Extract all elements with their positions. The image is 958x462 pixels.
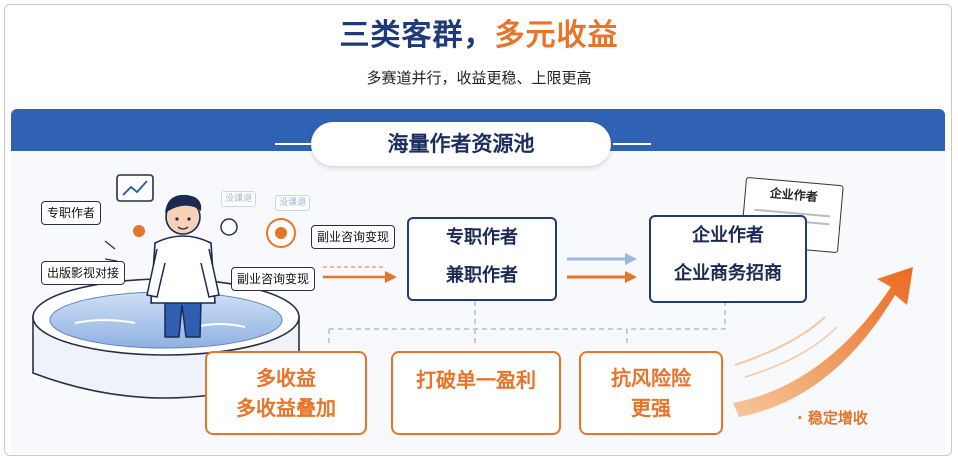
benefit-risk-resistance: 抗风险险 更强 — [579, 351, 723, 435]
small-circle-icon — [220, 218, 238, 236]
bubble-side-income-top: 副业咨询变现 — [311, 225, 396, 249]
page-title: 三类客群，多元收益 — [5, 13, 951, 59]
title-part-1: 三类客群， — [339, 18, 495, 53]
ghost-tag-1: 没课退 — [221, 191, 257, 207]
infographic-frame: 三类客群，多元收益 多赛道并行，收益更稳、上限更高 — [4, 4, 952, 456]
title-part-2: 多元收益 — [494, 18, 619, 53]
author-fulltime-label: 专职作者 — [446, 227, 518, 248]
title-dash-left — [275, 143, 313, 145]
benefit-1-line-2: 多收益叠加 — [236, 396, 336, 420]
chart-screen-icon — [116, 174, 154, 202]
location-pin-icon — [266, 218, 296, 248]
growth-arrow-icon — [733, 267, 913, 417]
bubble-fulltime: 专职作者 — [41, 201, 102, 225]
arrow-to-enterprise — [567, 253, 637, 283]
title-dash-right — [613, 143, 651, 145]
ghost-tag-2: 没课退 — [275, 195, 311, 211]
resource-pool-title: 海量作者资源池 — [311, 122, 611, 166]
enterprise-business-label: 企业商务招商 — [674, 263, 782, 284]
illustration-layer — [32, 174, 913, 417]
arrow-to-authors — [323, 266, 397, 283]
benefit-1-line-1: 多收益 — [256, 366, 316, 390]
stable-growth-label: · 稳定增收 — [797, 409, 868, 427]
author-parttime-label: 兼职作者 — [446, 265, 518, 286]
dashed-connectors — [328, 301, 726, 347]
benefit-3-line-1: 抗风险险 — [611, 366, 691, 390]
bubble-side-income-bottom: 副业咨询变现 — [231, 267, 316, 291]
enterprise-author-label: 企业作者 — [692, 225, 764, 246]
spark-line-icon — [104, 240, 116, 250]
bubble-publishing: 出版影视对接 — [41, 261, 126, 285]
benefit-multi-income: 多收益 多收益叠加 — [205, 351, 367, 435]
benefit-2-label: 打破单一盈利 — [416, 368, 536, 392]
orange-dot-icon — [133, 225, 145, 237]
enterprise-box: 企业作者 企业商务招商 — [649, 215, 807, 303]
page-subtitle: 多赛道并行，收益更稳、上限更高 — [366, 69, 592, 87]
person-illustration — [146, 194, 220, 338]
author-types-box: 专职作者 兼职作者 — [407, 217, 557, 301]
card-label: 企业作者 — [769, 186, 819, 205]
benefit-3-line-2: 更强 — [631, 396, 671, 420]
spark-line-icon — [104, 258, 118, 262]
benefit-break-single: 打破单一盈利 — [391, 351, 561, 435]
